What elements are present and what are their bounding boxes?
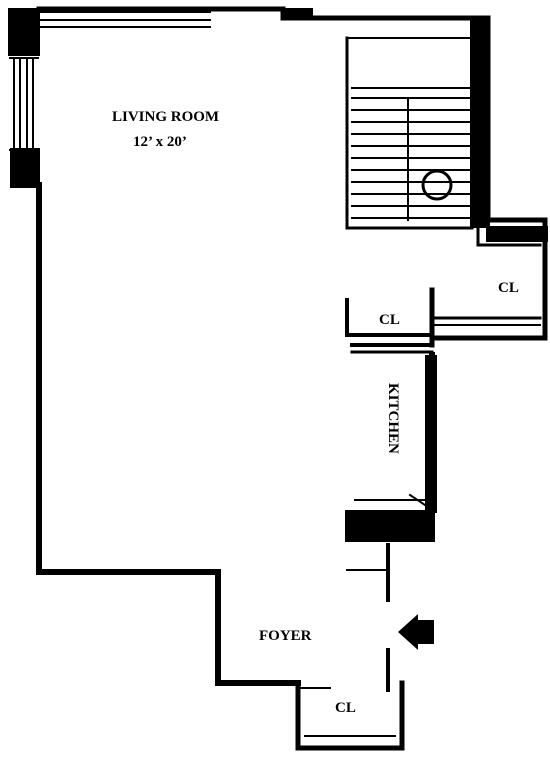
wall-block-kitchen — [345, 510, 435, 542]
closet-right-label: CL — [498, 280, 519, 296]
living-room-dimensions: 12’ x 20’ — [133, 134, 187, 150]
closet-mid-label: CL — [379, 312, 400, 328]
wall-block-left — [10, 148, 40, 188]
closet-right-walls — [429, 226, 542, 348]
closet-bottom-label: CL — [335, 700, 356, 716]
foyer-walls — [346, 543, 390, 692]
wall-top — [36, 6, 491, 21]
wall-block-top-center — [283, 8, 313, 20]
kitchen-label: KITCHEN — [385, 383, 401, 454]
living-room-label: LIVING ROOM — [112, 109, 219, 125]
wall-block-kitchen-right — [425, 355, 437, 513]
wall-left — [36, 182, 301, 686]
closet-bottom-walls — [295, 680, 405, 751]
window-top — [39, 11, 211, 28]
wall-block-top-left — [8, 8, 40, 56]
wall-block-top-right — [470, 18, 490, 228]
entry-arrow — [398, 614, 434, 650]
closet-mid-walls — [345, 298, 434, 354]
wall-block-closet-right — [486, 226, 548, 242]
window-left — [9, 57, 39, 151]
foyer-label: FOYER — [259, 628, 312, 644]
stair-block — [345, 36, 479, 230]
